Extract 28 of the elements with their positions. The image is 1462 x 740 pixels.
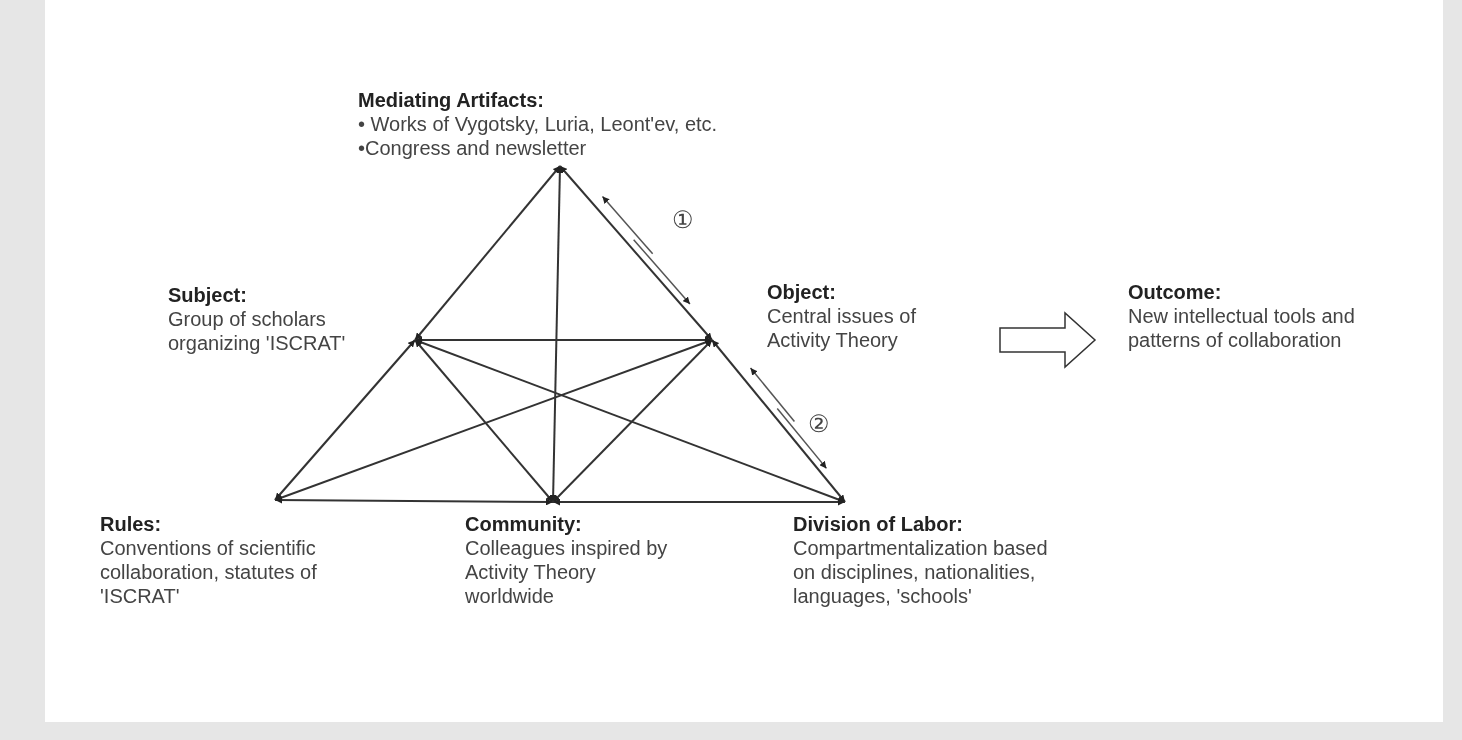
double-arrow [552,498,846,506]
node-description: •Congress and newsletter [358,136,587,160]
node-description: Group of scholars organizing 'ISCRAT' [168,307,347,355]
block-arrow [999,311,1097,369]
callout-number: ① [672,206,694,234]
node-heading: Subject: [168,283,247,307]
double-arrow [549,165,564,503]
node-heading: Division of Labor: [793,512,963,536]
node-heading: Mediating Artifacts: [358,88,544,112]
node-heading: Object: [767,280,836,304]
node-description: Colleagues inspired by Activity Theory worldwide [465,536,669,608]
node-heading: Outcome: [1128,280,1222,304]
node-description: New intellectual tools and patterns of collaboration [1128,304,1356,352]
double-arrow [559,165,713,341]
node-heading: Rules: [100,512,162,536]
double-arrow [552,339,713,503]
node-description: Central issues of Activity Theory [767,304,917,352]
double-arrow [414,165,561,341]
node-description: Compartmentalization based on disciplines, nationalities, languages, 'schools' [793,536,1048,608]
double-arrow [274,496,554,506]
double-arrow [414,336,713,344]
node-heading: Community: [465,512,582,536]
double-arrow [414,339,554,503]
double-arrow [711,339,846,503]
callout-number: ② [808,410,830,438]
double-arrow [274,339,416,501]
node-description: • Works of Vygotsky, Luria, Leont'ev, etc. [358,112,718,136]
node-description: Conventions of scientific collaboration, statutes of 'ISCRAT' [100,536,318,608]
